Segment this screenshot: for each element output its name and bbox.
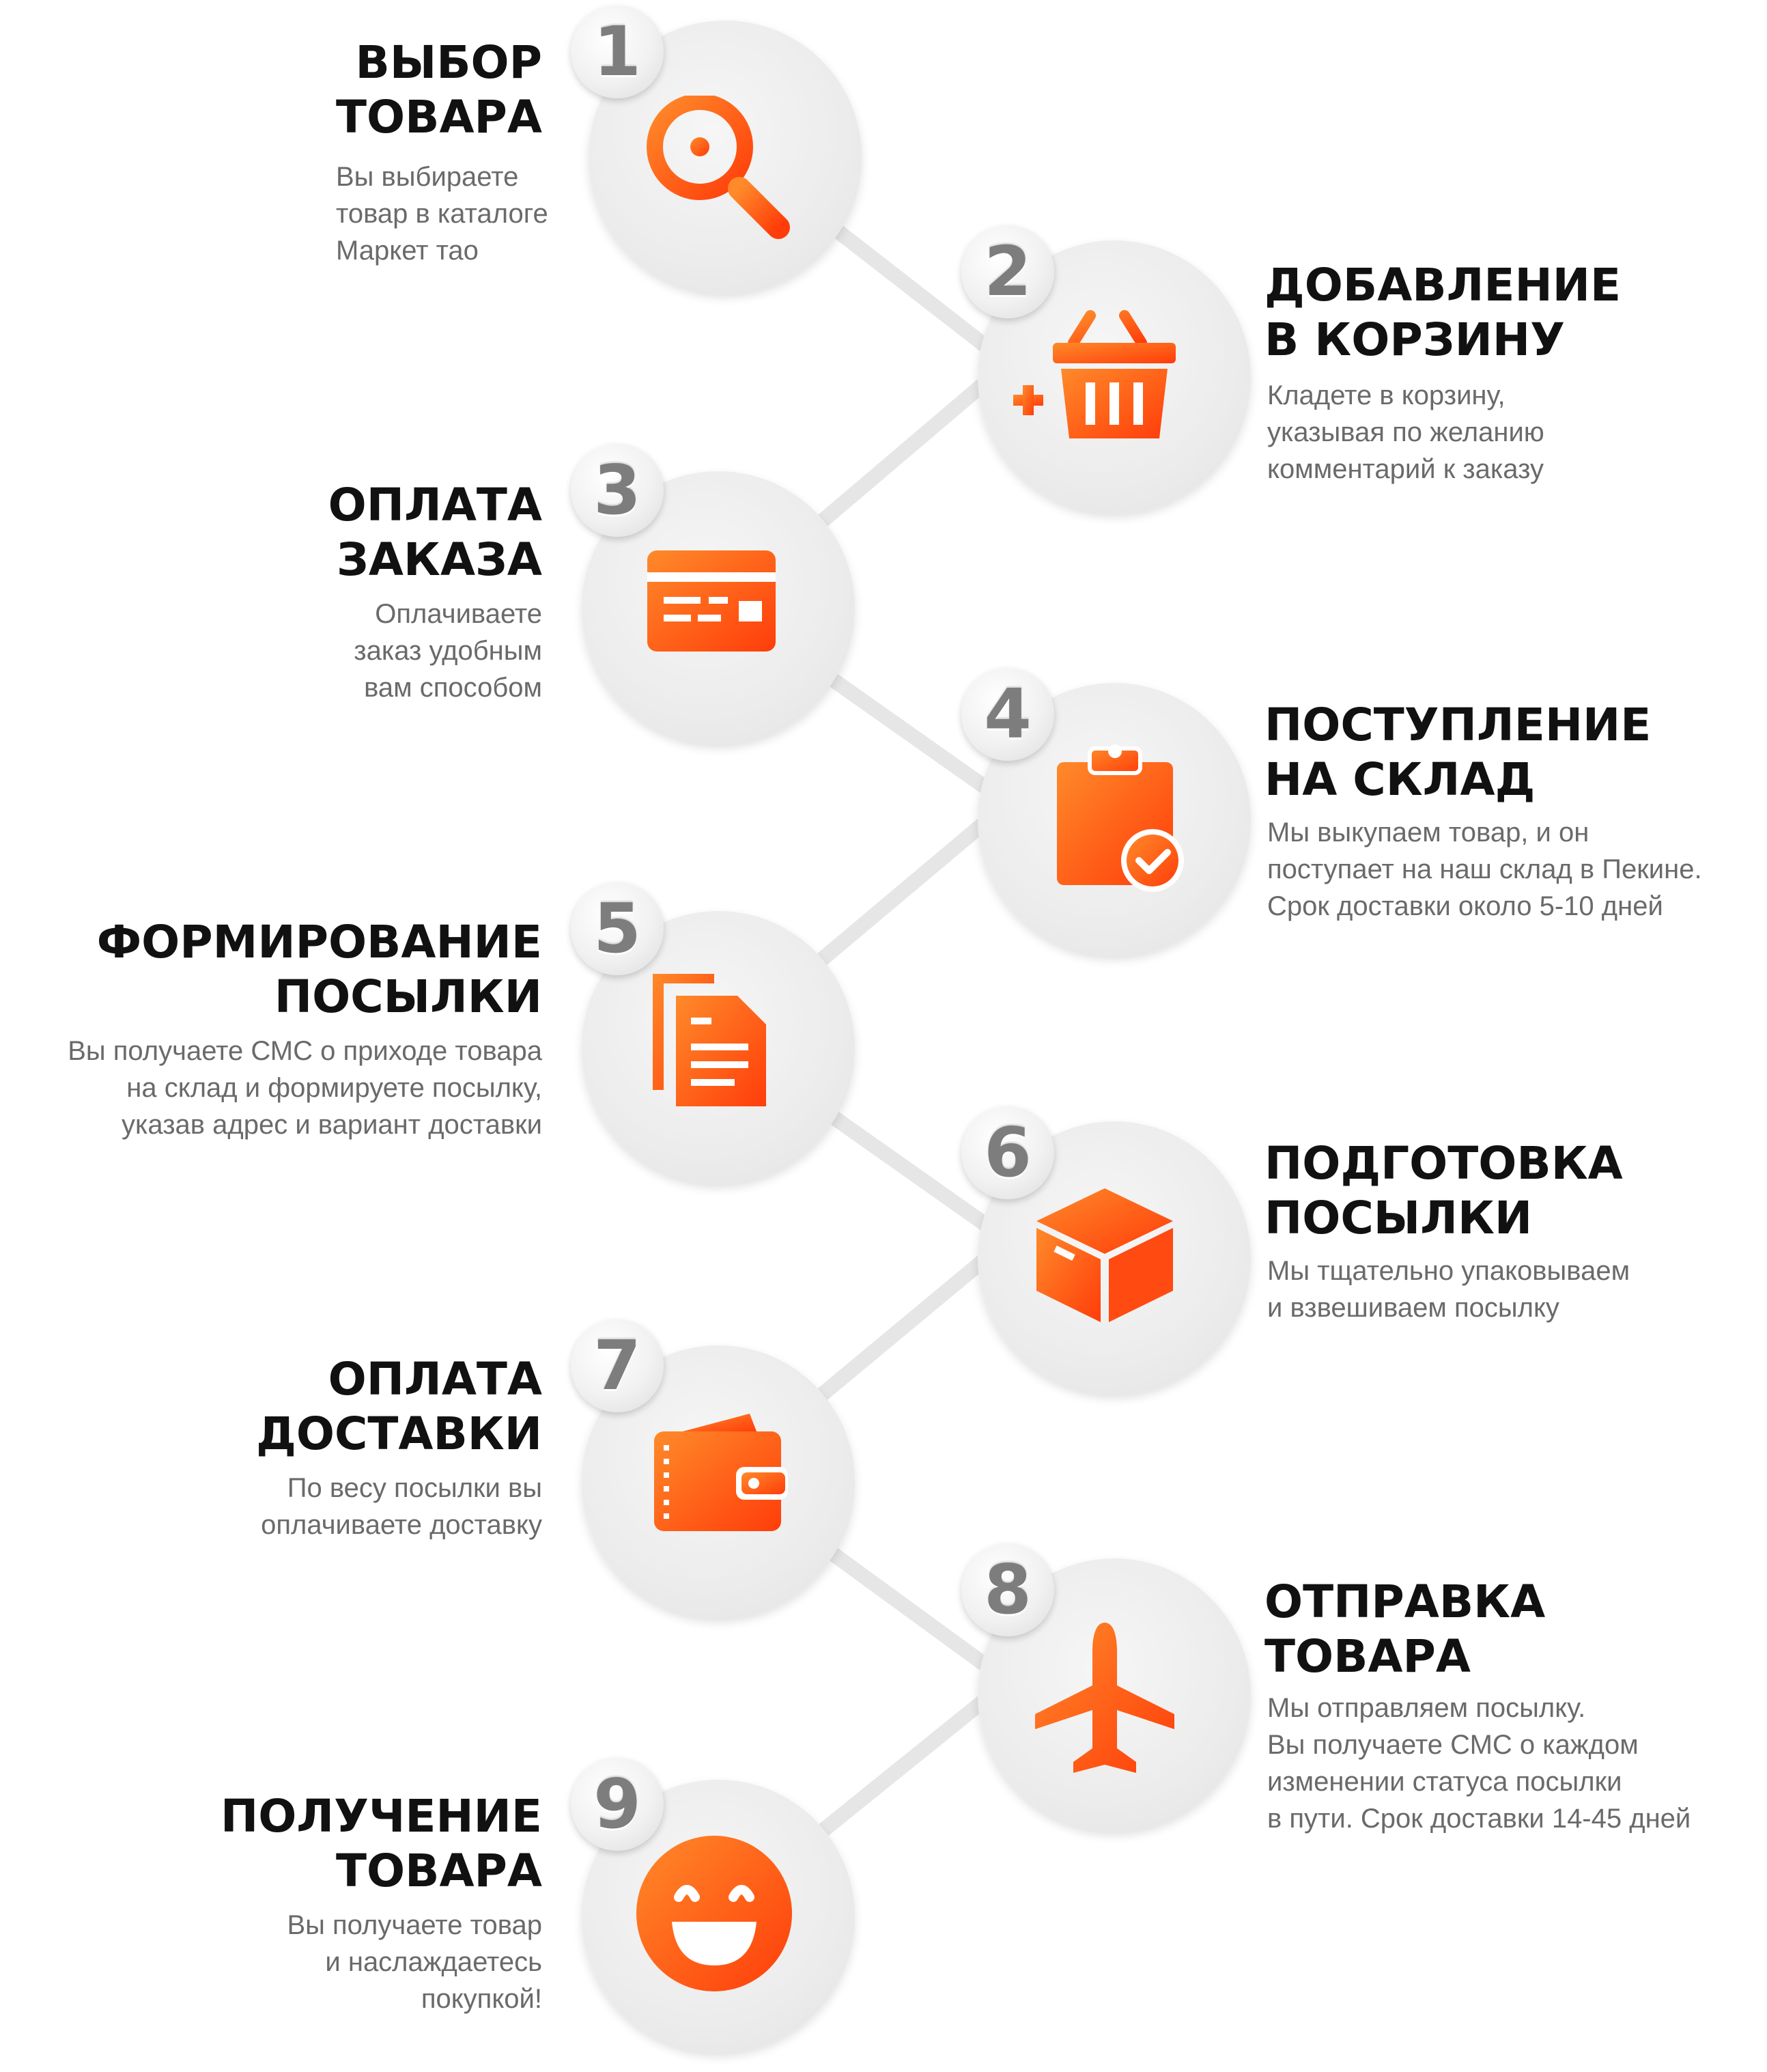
clipboard-check-icon [1057, 744, 1184, 892]
step-5-number: 5 [593, 888, 641, 968]
basket-add-icon [1013, 310, 1176, 438]
step-6-number-badge: 6 [961, 1106, 1054, 1199]
step-4-number: 4 [984, 674, 1032, 754]
step-4-number-badge: 4 [961, 668, 1054, 761]
step-8-number: 8 [984, 1550, 1032, 1629]
step-5-number-badge: 5 [571, 882, 664, 975]
step-3-number: 3 [593, 450, 641, 530]
step-2-number: 2 [984, 232, 1032, 311]
wallet-icon [654, 1414, 788, 1531]
step-7-number-badge: 7 [571, 1319, 664, 1412]
step-9-number: 9 [593, 1764, 641, 1844]
step-6-number: 6 [984, 1112, 1032, 1192]
airplane-icon [1035, 1623, 1174, 1773]
step-1-number-badge: 1 [571, 5, 664, 98]
documents-icon [653, 974, 766, 1106]
credit-card-icon [647, 550, 776, 652]
magnifier-icon [647, 96, 790, 239]
step-9-number-badge: 9 [571, 1758, 664, 1851]
smiley-icon [636, 1836, 792, 1991]
step-2-number-badge: 2 [961, 225, 1054, 318]
step-1-number: 1 [593, 12, 641, 92]
step-8-number-badge: 8 [961, 1543, 1054, 1636]
box-icon [1036, 1188, 1173, 1322]
step-3-number-badge: 3 [571, 444, 664, 537]
step-7-number: 7 [593, 1326, 641, 1405]
step-8-description: Мы отправляем посылку.Вы получаете СМС о… [1267, 1693, 1691, 1834]
